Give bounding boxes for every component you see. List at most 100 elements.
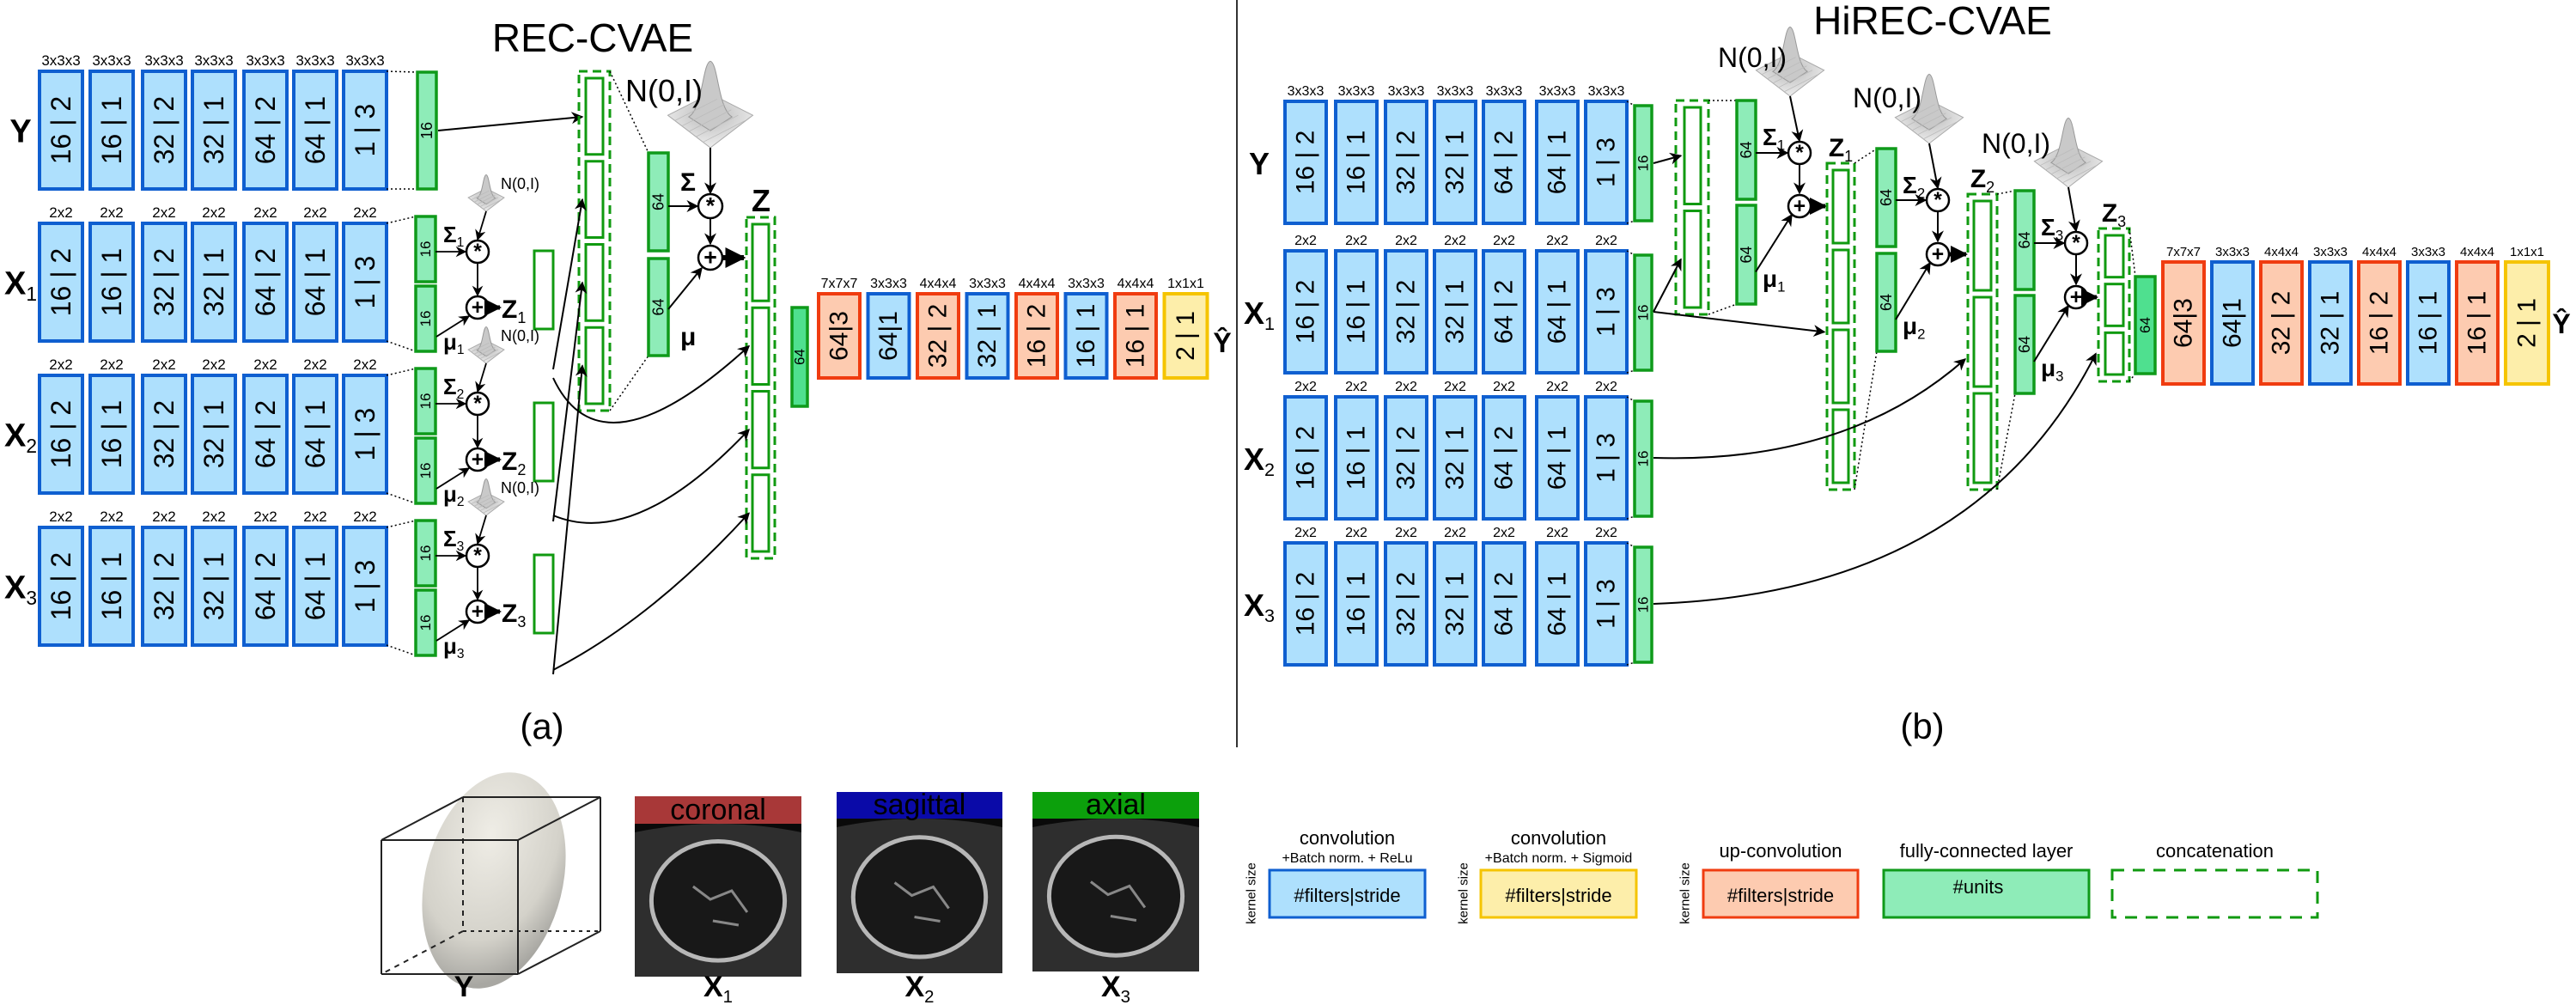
layer-box <box>2406 260 2451 386</box>
kernel-size-label: 3x3x3 <box>41 52 80 69</box>
concatenated-feature <box>751 390 770 470</box>
sigma-label-main: Σ <box>2041 214 2055 241</box>
filters-stride-label: 16 | 1 <box>2463 291 2492 356</box>
layer-box <box>1283 541 1328 667</box>
layer-box <box>1482 541 1526 667</box>
input-label-x1-sub: 1 <box>26 283 37 305</box>
filters-stride-label: 16 | 1 <box>96 400 127 468</box>
multiply-op-symbol: * <box>1795 142 1804 165</box>
kernel-size-label: 2x2 <box>202 356 225 373</box>
layer-box <box>1162 292 1209 380</box>
ultrasound-view-sagittal <box>837 792 1002 973</box>
multiply-op-symbol: * <box>2072 232 2080 255</box>
layer-box <box>2161 260 2206 386</box>
sigma-label: Σ2 <box>443 374 464 402</box>
z-label-sub: 3 <box>517 613 526 630</box>
gaussian-prior-icon <box>1755 26 1825 97</box>
input-label-x2: X2 <box>4 418 37 458</box>
input-label-x2-sub: 2 <box>1264 459 1275 480</box>
filters-stride-label: 32 | 1 <box>1441 131 1470 195</box>
layer-box <box>916 292 960 380</box>
layer-box <box>1584 249 1629 375</box>
arrow <box>435 315 471 338</box>
layer-box <box>1283 395 1328 521</box>
layer-box <box>342 526 388 647</box>
input-label-x2-main: X <box>4 418 27 454</box>
filters-stride-label: 16 | 1 <box>1072 304 1100 368</box>
kernel-size-label: 2x2 <box>1395 380 1417 394</box>
sigma-label-main: Σ <box>443 222 457 247</box>
sigma-label: Σ <box>680 168 696 197</box>
input-label-x2-sub: 2 <box>26 435 37 457</box>
arrow <box>1996 190 2016 195</box>
units-label: 16 <box>417 393 434 410</box>
layer-box <box>1334 100 1379 225</box>
kernel-size-label: 2x2 <box>353 204 376 221</box>
concatenated-feature <box>1683 210 1702 309</box>
multiply-op-symbol: * <box>473 241 482 264</box>
kernel-size-label: 3x3x3 <box>295 52 334 69</box>
layer-box <box>1535 541 1580 667</box>
kernel-size-label: 3x3x3 <box>1288 84 1325 99</box>
filters-stride-label: 1 | 3 <box>1592 287 1621 337</box>
kernel-size-label: 2x2 <box>1345 380 1367 394</box>
z-label-sub: 1 <box>517 309 526 326</box>
view-input-label: X3 <box>1101 971 1130 1005</box>
mu-label-sub: 1 <box>457 343 465 357</box>
kernel-size-label: 3x3x3 <box>1539 84 1576 99</box>
layer-box <box>342 70 388 191</box>
noise-label: N(0,I) <box>1853 82 1921 113</box>
z-label-main: Z <box>752 183 770 218</box>
arrow <box>1626 100 1635 107</box>
input-label-x1-main: X <box>1244 295 1264 331</box>
mu-label-main: μ <box>443 481 457 507</box>
view-input-label: X1 <box>703 971 733 1005</box>
add-op <box>697 244 724 271</box>
input-label-x3: X3 <box>1244 588 1275 626</box>
filters-stride-label: 64 | 1 <box>300 96 331 164</box>
concatenated-feature <box>1972 295 1993 388</box>
y-to-concat-arrow <box>437 112 584 131</box>
kernel-size-label: 2x2 <box>303 356 326 373</box>
kernel-size-label: 2x2 <box>353 509 376 525</box>
layer-box <box>2259 260 2304 386</box>
z-label-main: Z <box>1829 134 1844 162</box>
arrow <box>2128 373 2136 382</box>
filters-stride-label: 1 | 3 <box>1592 137 1621 187</box>
units-label: 16 <box>417 545 434 562</box>
fully-connected-layer <box>414 284 437 353</box>
layer-box <box>292 222 338 343</box>
skip-arrow <box>552 429 750 524</box>
filters-stride-label: 32 | 1 <box>1441 280 1470 344</box>
units-label: 16 <box>417 241 434 258</box>
layer-box <box>1334 541 1379 667</box>
kernel-size-label: 4x4x4 <box>1117 277 1154 291</box>
filters-stride-label: 1 | 3 <box>1592 579 1621 629</box>
filters-stride-label: 32 | 2 <box>924 304 953 368</box>
z-label-main: Z <box>502 295 517 324</box>
skip-arrow <box>552 344 751 423</box>
units-label: 64 <box>650 298 667 315</box>
layer-box <box>1584 100 1629 225</box>
filters-stride-label: 64 | 1 <box>1544 280 1572 344</box>
kernel-size-label: 2x2 <box>303 204 326 221</box>
